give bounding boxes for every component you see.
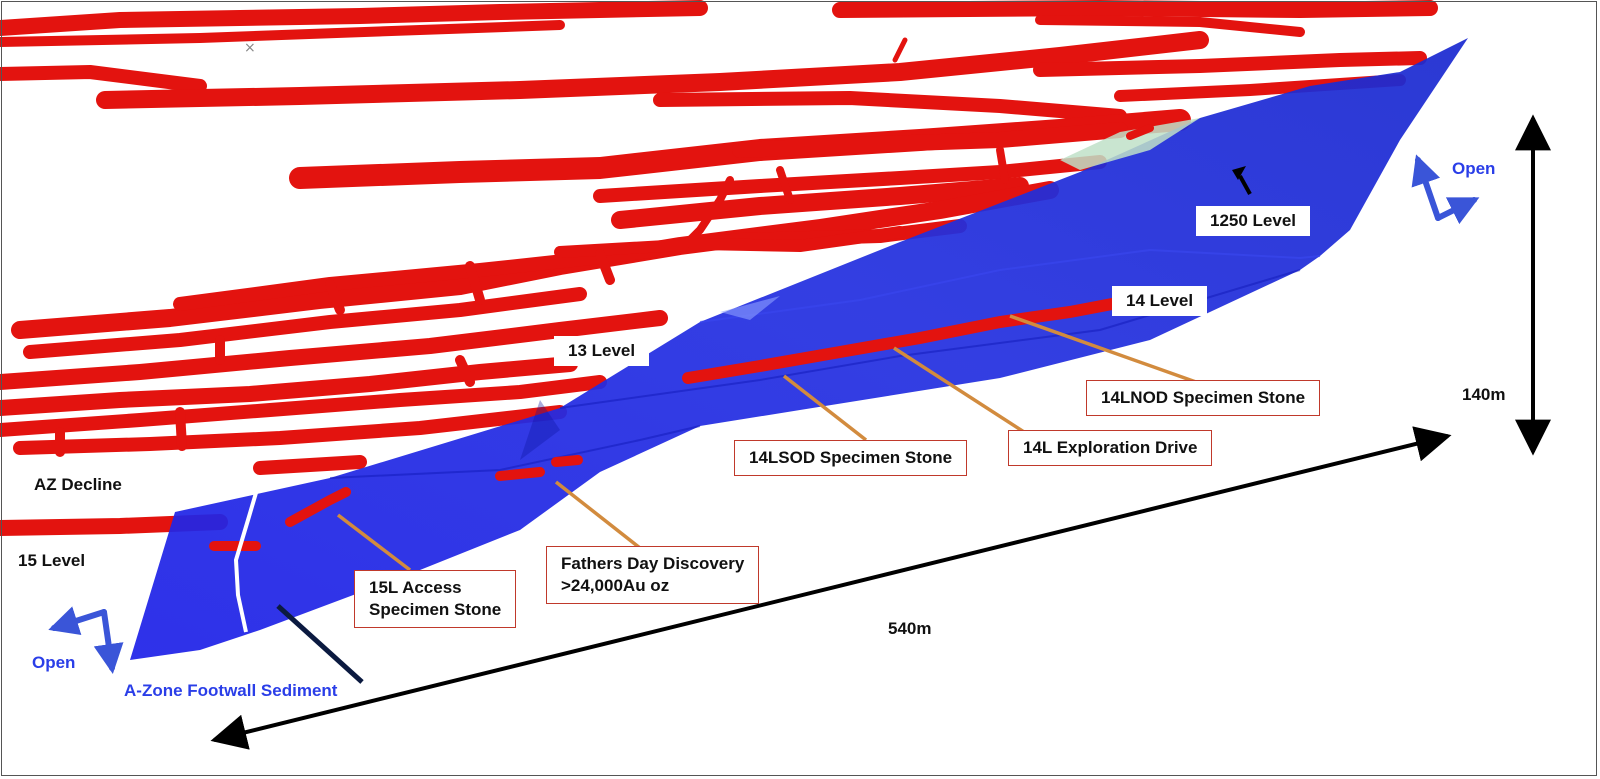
label-13-level: 13 Level bbox=[554, 336, 650, 366]
callout-15l-access-specimen-stone: 15L Access Specimen Stone bbox=[354, 570, 517, 628]
label-14-level: 14 Level bbox=[1112, 286, 1208, 316]
open-arrow-left-icon bbox=[48, 606, 124, 674]
callout-15l-access-line1: 15L Access bbox=[369, 578, 462, 597]
label-15-level: 15 Level bbox=[18, 551, 86, 570]
callout-14lnod-specimen-stone: 14LNOD Specimen Stone bbox=[1086, 380, 1321, 416]
dimension-length-label: 540m bbox=[888, 619, 932, 638]
footwall-pointer bbox=[276, 604, 364, 684]
label-open-left: Open bbox=[32, 653, 76, 672]
callout-fathers-day-line1: Fathers Day Discovery bbox=[561, 554, 745, 573]
callout-14l-exploration-drive: 14L Exploration Drive bbox=[1008, 430, 1213, 466]
callout-15l-access-line2: Specimen Stone bbox=[369, 600, 502, 619]
open-arrow-right-icon bbox=[1411, 154, 1480, 225]
cross-marker: × bbox=[244, 40, 256, 56]
label-az-decline: AZ Decline bbox=[34, 475, 122, 494]
label-1250-level: 1250 Level bbox=[1196, 206, 1311, 236]
callout-fathers-day-discovery: Fathers Day Discovery >24,000Au oz bbox=[546, 546, 760, 604]
dimension-height-label: 140m bbox=[1462, 385, 1506, 404]
callout-14lsod-specimen-stone: 14LSOD Specimen Stone bbox=[734, 440, 968, 476]
level-1250-arrow bbox=[1232, 166, 1252, 195]
label-open-right: Open bbox=[1452, 159, 1496, 178]
horizontal-dimension-arrow bbox=[210, 426, 1452, 750]
callout-fathers-day-line2: >24,000Au oz bbox=[561, 576, 670, 595]
label-a-zone-footwall-sediment: A-Zone Footwall Sediment bbox=[124, 681, 338, 700]
